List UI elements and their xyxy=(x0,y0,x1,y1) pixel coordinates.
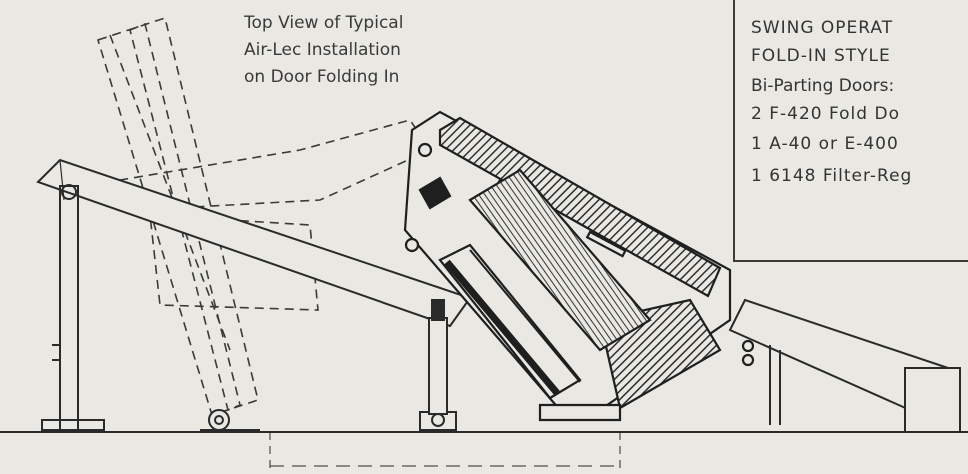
spec-line: Bi-Parting Doors: xyxy=(751,76,895,96)
caption-line: Top View of Typical xyxy=(244,13,404,33)
diagram-caption: Top View of Typical Air-Lec Installation… xyxy=(244,10,403,91)
hinge-post xyxy=(41,184,105,431)
spec-box: SWING OPERAT FOLD-IN STYLE Bi-Parting Do… xyxy=(733,0,968,262)
caption-line: Air-Lec Installation xyxy=(244,40,401,60)
spec-line: 1 6148 Filter-Reg xyxy=(751,166,913,186)
pivot-feet xyxy=(200,299,457,431)
spec-line: SWING OPERAT xyxy=(751,18,894,38)
spec-line: FOLD-IN STYLE xyxy=(751,46,891,66)
spec-line: 2 F-420 Fold Do xyxy=(751,104,900,124)
operator-housing xyxy=(403,110,755,422)
floor xyxy=(0,431,968,474)
caption-line: on Door Folding In xyxy=(244,67,400,87)
spec-line: 1 A-40 or E-400 xyxy=(751,134,899,154)
right-door-panel xyxy=(728,298,962,433)
